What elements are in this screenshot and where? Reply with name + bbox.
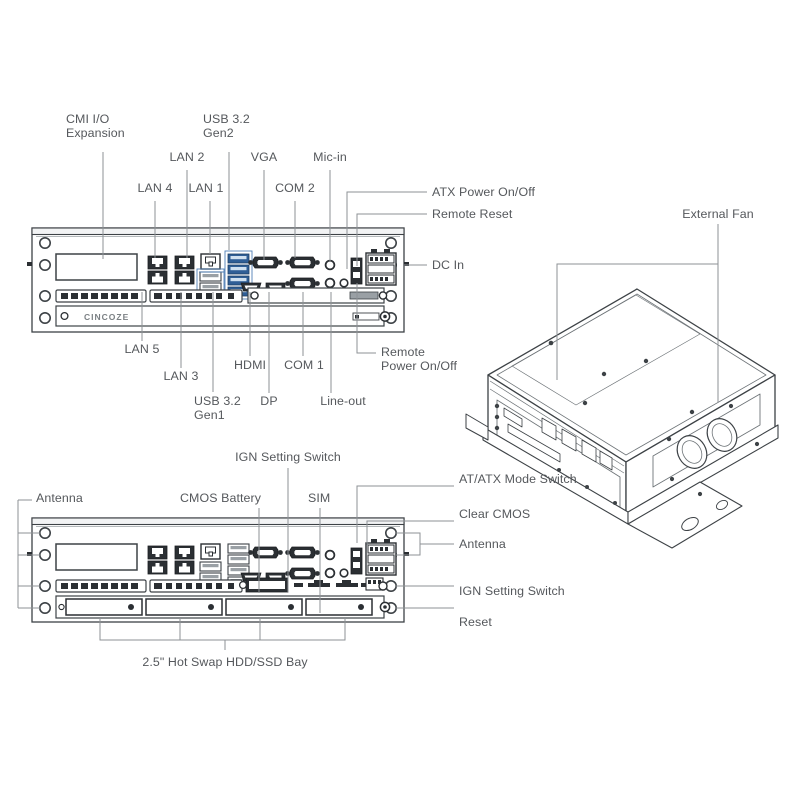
label-external-fan: External Fan [682,207,754,221]
label-atx-power-on-off: ATX Power On/Off [432,185,536,199]
label-ign-setting-switch-right: IGN Setting Switch [459,584,565,598]
label-clear-cmos: Clear CMOS [459,507,531,521]
svg-text:CINCOZE: CINCOZE [84,312,129,322]
top-panel-drawing: CINCOZE [27,227,409,333]
label-lan3: LAN 3 [163,369,199,383]
label-mic-in: Mic-in [313,150,347,164]
label-lan1: LAN 1 [188,181,224,195]
label-cmi-io-expansion: CMI I/O Expansion [66,112,125,141]
label-hdmi: HDMI [233,358,267,372]
label-line-out: Line-out [320,394,366,408]
label-remote-reset: Remote Reset [432,207,513,221]
label-antenna-left: Antenna [36,491,83,505]
bottom-panel-drawing [27,517,409,623]
label-hot-swap-bay: 2.5" Hot Swap HDD/SSD Bay [142,655,308,669]
label-dc-in: DC In [432,258,465,272]
label-lan2: LAN 2 [169,150,205,164]
label-at-atx-mode-switch: AT/ATX Mode Switch [459,472,577,486]
label-com2: COM 2 [275,181,315,195]
label-dp: DP [260,394,278,408]
label-reset: Reset [459,615,492,629]
label-vga: VGA [250,150,278,164]
label-usb32-gen2: USB 3.2 Gen2 [203,112,250,141]
label-lan4: LAN 4 [137,181,173,195]
bottom-panel-leaders [17,468,454,650]
label-ign-setting-switch-top: IGN Setting Switch [235,450,341,464]
label-remote-power-on-off: Remote Power On/Off [381,345,458,374]
iso-leaders [556,224,719,402]
label-com1: COM 1 [284,358,324,372]
label-usb32-gen1: USB 3.2 Gen1 [194,394,241,423]
top-panel-leaders [102,152,427,393]
label-lan5: LAN 5 [124,342,160,356]
label-antenna-right: Antenna [459,537,506,551]
label-sim: SIM [308,491,331,505]
label-cmos-battery: CMOS Battery [180,491,262,505]
isometric-chassis [465,288,779,549]
